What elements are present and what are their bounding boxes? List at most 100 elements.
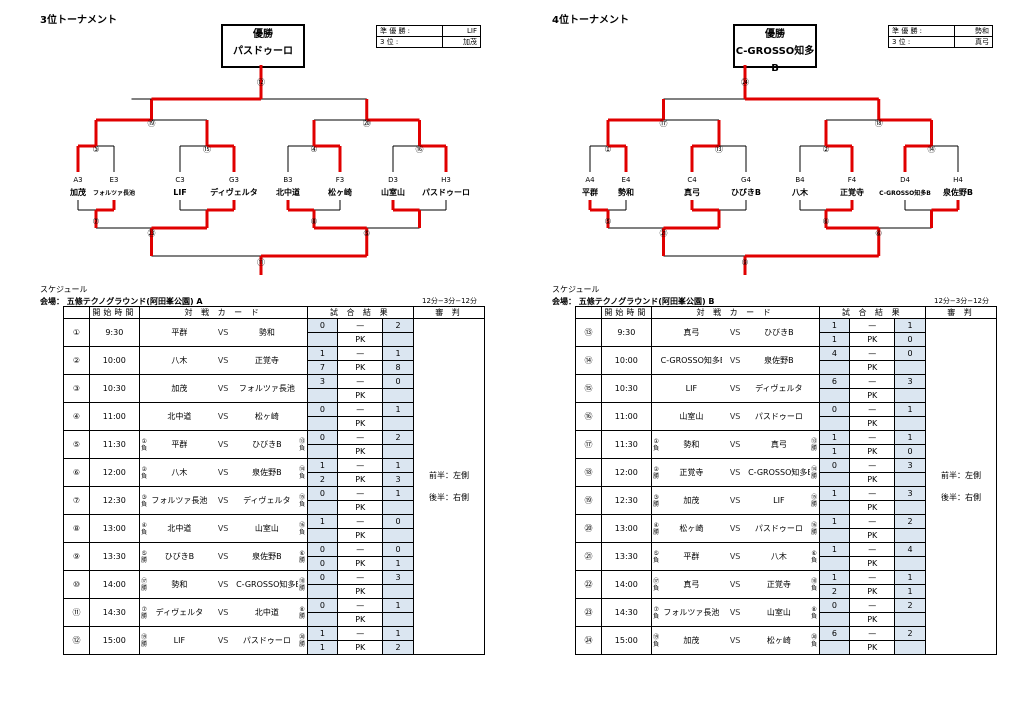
away-prev-state: 勝 xyxy=(299,612,306,620)
pk-home xyxy=(818,472,851,487)
away-prev-state: 勝 xyxy=(299,640,306,648)
away-prev-state: 勝 xyxy=(811,472,818,480)
pk-home xyxy=(306,332,339,347)
score-home: 0 xyxy=(818,458,851,473)
score-dash: — xyxy=(849,626,896,641)
header-time: 開始時間 xyxy=(89,306,140,319)
away-prev-no: ⑧ xyxy=(299,605,305,613)
home-prev-no: ③ xyxy=(653,493,659,501)
score-away: 3 xyxy=(894,458,926,473)
match-number: ⑮ xyxy=(203,145,211,154)
score-home: 1 xyxy=(306,514,339,529)
match-no: ③ xyxy=(63,374,90,403)
home-prev-no: ⑲ xyxy=(141,633,148,641)
vs-label: VS xyxy=(722,514,749,543)
pk-label: PK xyxy=(337,640,384,655)
home-prev-state: 勝 xyxy=(141,640,148,648)
score-home: 1 xyxy=(818,542,851,557)
away-team: ディヴェルタ xyxy=(236,486,298,515)
match-time: 13:30 xyxy=(89,542,140,571)
match-number: ⑤ xyxy=(363,229,370,238)
vs-label: VS xyxy=(722,458,749,487)
home-prev xyxy=(138,318,149,347)
away-prev-state: 負 xyxy=(299,500,306,508)
pk-away xyxy=(894,528,926,543)
score-away: 1 xyxy=(382,486,414,501)
vs-label: VS xyxy=(210,514,237,543)
match-number: ㉔ xyxy=(741,78,749,87)
team-name: 加茂 xyxy=(69,187,86,197)
home-prev xyxy=(650,402,661,431)
home-team: 真弓 xyxy=(660,570,723,599)
score-dash: — xyxy=(849,514,896,529)
match-no: ⑩ xyxy=(63,570,90,599)
score-dash: — xyxy=(849,318,896,333)
home-prev-no: ⑦ xyxy=(653,605,659,613)
pk-label: PK xyxy=(849,500,896,515)
away-team: パスドゥーロ xyxy=(748,514,810,543)
home-team: 八木 xyxy=(148,346,211,375)
pk-away xyxy=(894,472,926,487)
pk-away: 0 xyxy=(894,444,926,459)
score-home: 1 xyxy=(818,570,851,585)
match-row-pk: PK xyxy=(576,416,997,431)
venue: 会場： 五條テクノグラウンド(阿田峯公園) A xyxy=(40,297,203,306)
match-number: ⑫ xyxy=(257,78,265,87)
rank-label: 3 位 : xyxy=(887,36,956,48)
pk-home: 2 xyxy=(306,472,339,487)
away-team: ディヴェルタ xyxy=(748,374,810,403)
away-prev-no: ⑬ xyxy=(811,437,818,445)
score-dash: — xyxy=(849,458,896,473)
pk-home xyxy=(818,388,851,403)
home-team: 山室山 xyxy=(660,402,723,431)
score-away: 0 xyxy=(894,346,926,361)
vs-label: VS xyxy=(210,374,237,403)
header-card: 対 戦 カ ー ド xyxy=(138,306,308,319)
pk-label: PK xyxy=(849,388,896,403)
score-away: 0 xyxy=(382,542,414,557)
team-name: 勢和 xyxy=(618,187,634,197)
match-number: ⑤ xyxy=(604,217,611,226)
score-away: 0 xyxy=(382,514,414,529)
pk-away xyxy=(894,612,926,627)
match-no: ㉑ xyxy=(575,542,602,571)
match-time: 10:00 xyxy=(89,346,140,375)
home-prev xyxy=(650,318,661,347)
home-prev-no: ② xyxy=(141,465,147,473)
match-row-pk: PK xyxy=(576,360,997,375)
pk-away xyxy=(894,640,926,655)
schedule-label: スケジュール xyxy=(40,285,88,294)
home-prev-no: ① xyxy=(141,437,147,445)
referee-first: 前半：左側 xyxy=(428,470,469,480)
score-home: 4 xyxy=(818,346,851,361)
pk-away: 3 xyxy=(382,472,414,487)
match-number: ⑦ xyxy=(92,217,99,226)
home-prev-state: 負 xyxy=(141,444,148,452)
away-prev-state: 勝 xyxy=(811,528,818,536)
away-prev-state: 勝 xyxy=(299,556,306,564)
header-time: 開始時間 xyxy=(601,306,652,319)
away-prev-state: 負 xyxy=(811,556,818,564)
away-prev-no: ⑱ xyxy=(811,577,818,585)
away-prev-no: ⑯ xyxy=(299,521,306,529)
